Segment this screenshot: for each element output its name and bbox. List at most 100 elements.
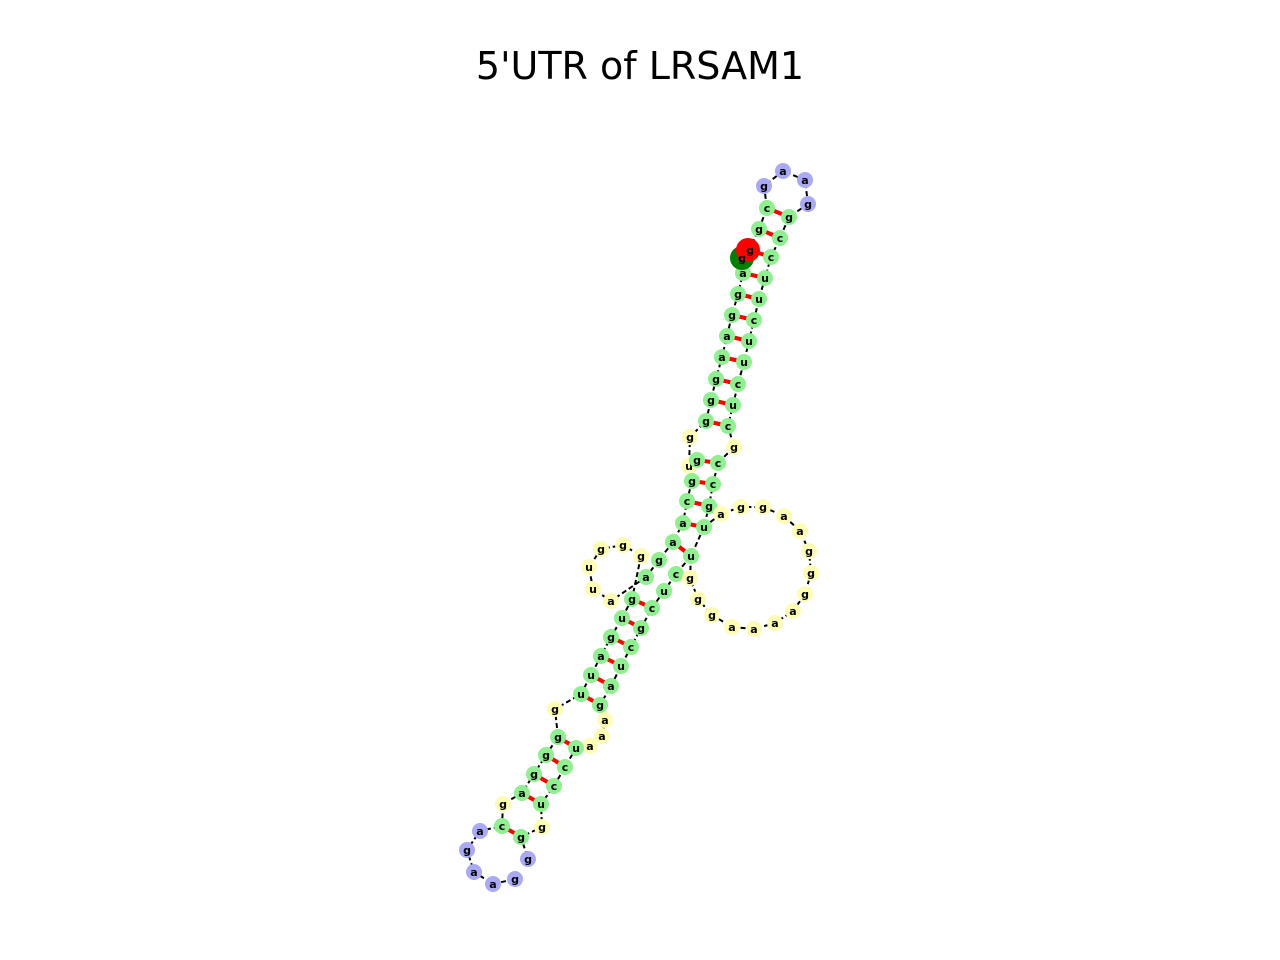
nucleotide-dot (494, 818, 510, 834)
nucleotide-letter: g (637, 622, 645, 635)
nucleotide: a (472, 823, 488, 839)
nucleotide: g (495, 796, 511, 812)
nucleotide-dot (767, 615, 783, 631)
nucleotide-letter: u (587, 669, 595, 682)
nucleotide-letter: c (551, 780, 558, 793)
nucleotide-dot (550, 729, 566, 745)
nucleotide: c (546, 778, 562, 794)
nucleotide: c (746, 312, 762, 328)
nucleotide-dot (614, 610, 630, 626)
nucleotide: c (623, 639, 639, 655)
nucleotide: g (704, 607, 720, 623)
nucleotide-dot (593, 541, 609, 557)
nucleotide-letter: g (734, 288, 742, 301)
nucleotide: u (683, 548, 699, 564)
nucleotide: u (573, 686, 589, 702)
nucleotide: a (638, 569, 654, 585)
nucleotide-dot (603, 593, 619, 609)
nucleotide-letter: g (637, 550, 645, 563)
nucleotide: a (593, 648, 609, 664)
nucleotide-letter: g (705, 500, 713, 513)
nucleotide: g (550, 729, 566, 745)
nucleotide: g (633, 620, 649, 636)
nucleotide: g (682, 570, 698, 586)
nucleotide-letter: a (750, 623, 757, 636)
nucleotide-dot (615, 537, 631, 553)
nucleotide-dot (751, 291, 767, 307)
nucleotide-letter: u (700, 521, 708, 534)
nucleotide-dot (689, 452, 705, 468)
nucleotide-dot (772, 230, 788, 246)
nucleotide-letter: c (684, 495, 691, 508)
nucleotide: c (772, 230, 788, 246)
nucleotide-letter: g (511, 873, 519, 886)
nucleotide-letter: g (538, 821, 546, 834)
nucleotide-dot (684, 473, 700, 489)
nucleotide-letter: g (728, 309, 736, 322)
nucleotide: g (751, 221, 767, 237)
nucleotide-letter: g (804, 198, 812, 211)
nucleotide-letter: a (489, 878, 496, 891)
nucleotide-dot (472, 823, 488, 839)
nucleotide: g (592, 697, 608, 713)
nucleotide-letter: a (801, 174, 808, 187)
nucleotide-letter: c (562, 761, 569, 774)
nucleotide-dot (592, 697, 608, 713)
diagram-title: 5'UTR of LRSAM1 (475, 44, 805, 88)
nucleotide: g (507, 871, 523, 887)
nucleotide-letter: g (597, 543, 605, 556)
nucleotide-letter: g (607, 631, 615, 644)
nucleotide-letter: a (796, 525, 803, 538)
nucleotide-letter: g (619, 539, 627, 552)
nucleotide-dot (757, 270, 773, 286)
nucleotide: c (557, 759, 573, 775)
nucleotide: g (800, 196, 816, 212)
backbone (763, 169, 809, 205)
nucleotide-dot (696, 519, 712, 535)
nucleotide: a (594, 728, 610, 744)
nucleotide-letter: a (597, 650, 604, 663)
nucleotide: g (624, 591, 640, 607)
nucleotide: a (714, 349, 730, 365)
nucleotide-dot (581, 559, 597, 575)
nucleotide: a (582, 738, 598, 754)
end-marker-letter: g (746, 244, 754, 257)
nucleotide-letter: c (768, 251, 775, 264)
nucleotide-dot (466, 864, 482, 880)
nucleotide-letter: g (596, 699, 604, 712)
nucleotide-letter: a (789, 605, 796, 618)
nucleotide-letter: a (669, 536, 676, 549)
nucleotide-letter: g (688, 475, 696, 488)
nucleotide-dot (665, 534, 681, 550)
nucleotide-dot (730, 376, 746, 392)
nucleotide-letter: g (707, 394, 715, 407)
nucleotide-letter: u (617, 660, 625, 673)
nucleotide: a (514, 785, 530, 801)
nucleotide-dot (720, 418, 736, 434)
nucleotide: g (603, 629, 619, 645)
nucleotide-letter: u (585, 561, 593, 574)
nucleotide: g (682, 429, 698, 445)
nucleotide-dot (495, 796, 511, 812)
nucleotide-letter: u (685, 460, 693, 473)
nucleotide: a (767, 615, 783, 631)
nucleotide-letter: g (693, 454, 701, 467)
nucleotide-dot (644, 600, 660, 616)
nucleotide: g (513, 829, 529, 845)
nucleotide-letter: g (542, 749, 550, 762)
nucleotide: a (713, 506, 729, 522)
nucleotide: a (603, 593, 619, 609)
nucleotide-dot (730, 286, 746, 302)
nucleotide-dot (698, 413, 714, 429)
nucleotide-letter: a (728, 621, 735, 634)
nucleotide-dot (701, 498, 717, 514)
nucleotide-letter: g (499, 798, 507, 811)
nucleotide-dot (800, 196, 816, 212)
nucleotide: u (533, 796, 549, 812)
nucleotide: g (708, 371, 724, 387)
nucleotide: g (781, 209, 797, 225)
nucleotide-dot (585, 581, 601, 597)
nucleotide-dot (746, 312, 762, 328)
nucleotide-letter: u (687, 550, 695, 563)
